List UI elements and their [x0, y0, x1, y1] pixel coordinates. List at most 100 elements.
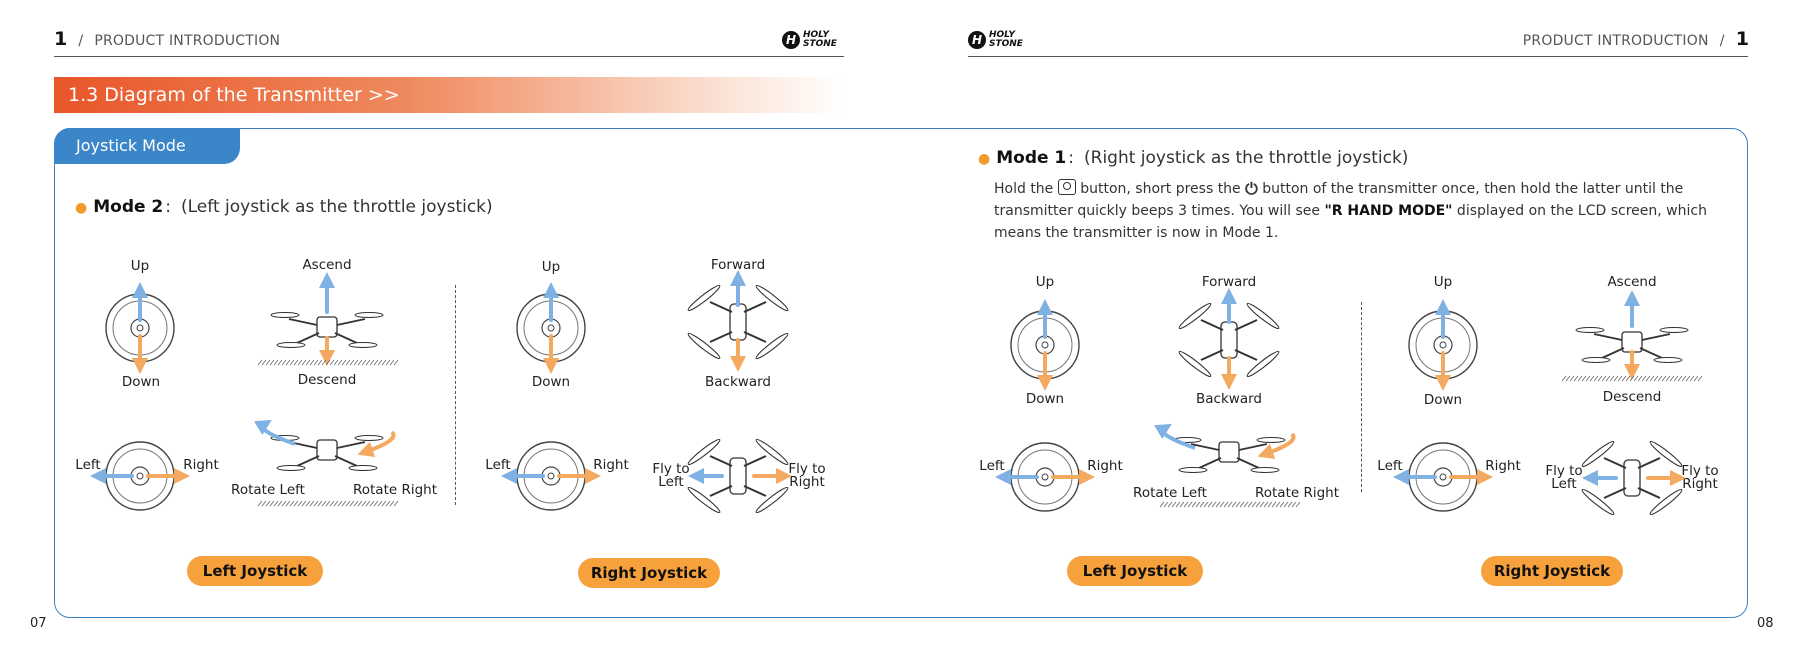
label-up: Up [1035, 274, 1055, 290]
ground-line-hatch [1263, 501, 1269, 508]
ground-line-hatch [277, 359, 283, 366]
ground-line-hatch [1609, 375, 1615, 382]
drone-mode1-forward-propeller [1178, 350, 1212, 378]
page-number-right: 08 [1757, 616, 1774, 631]
drone-mode2-forward-arm [743, 301, 767, 313]
ground-line-hatch [353, 500, 359, 507]
logo-text: HOLY [989, 30, 1016, 40]
ground-line-hatch [1251, 501, 1257, 508]
ground-line-hatch [1191, 501, 1197, 508]
column-divider [455, 285, 456, 505]
drone-mode1-rotate-propeller [1178, 467, 1208, 473]
header-left: 1 / PRODUCT INTRODUCTION [54, 28, 280, 50]
label-down: Down [1423, 392, 1463, 408]
ground-line-hatch [1203, 501, 1209, 508]
ground-line-hatch [1227, 501, 1233, 508]
drone-mode2-rotate-propeller [354, 435, 384, 441]
drone-mode2-forward-propeller [755, 284, 789, 312]
chapter-title: PRODUCT INTRODUCTION [94, 33, 281, 49]
ground-line-hatch [289, 500, 295, 507]
drone-mode2-ascend-arm [336, 318, 366, 326]
ground-line-hatch [1167, 501, 1173, 508]
ground-line-hatch [1669, 375, 1675, 382]
ground-line-hatch [1255, 501, 1261, 508]
ground-line-hatch [313, 359, 319, 366]
ground-line-hatch [285, 500, 291, 507]
ground-line-hatch [1235, 501, 1241, 508]
ground-line-hatch [349, 500, 355, 507]
label-rotate-left: Rotate Left [1133, 485, 1207, 501]
ground-line-hatch [357, 500, 363, 507]
ground-line-hatch [381, 500, 387, 507]
label-forward: Forward [710, 257, 766, 273]
drone-mode2-ascend-propeller [270, 312, 300, 318]
ground-line-hatch [265, 500, 271, 507]
label-up: Up [541, 259, 561, 275]
drone-mode1-forward-arm [1234, 319, 1258, 331]
drone-mode1-rotate-arm [1190, 443, 1220, 451]
ground-line-hatch [313, 500, 319, 507]
ground-line-hatch [1681, 375, 1687, 382]
ground-line-hatch [1637, 375, 1643, 382]
drone-mode2-fly-arm [709, 485, 733, 497]
drone-mode2-forward-arm [709, 301, 733, 313]
ground-line-hatch [1601, 375, 1607, 382]
drone-mode2-forward-propeller [755, 332, 789, 360]
ground-line-hatch [1657, 375, 1663, 382]
ground-line-hatch [1661, 375, 1667, 382]
drone-mode2-ascend-arm [334, 332, 358, 344]
ground-line-hatch [305, 500, 311, 507]
ground-line-hatch [361, 500, 367, 507]
drone-mode2-ascend-body [316, 316, 338, 338]
drone-mode1-fly-arm [1637, 487, 1661, 499]
header-rule-right [968, 56, 1748, 57]
label-fly-to-right: Fly to Right [1681, 463, 1719, 492]
ground-line-hatch [293, 359, 299, 366]
page-number-left: 07 [30, 616, 47, 631]
ground-line-hatch [393, 359, 399, 366]
mode2-desc: (Left joystick as the throttle joystick) [181, 197, 493, 217]
joystick-mode2-left-vertical-center [136, 324, 144, 332]
left-joystick-label: Left Joystick [1067, 556, 1203, 586]
mode2-sep: : [165, 197, 171, 217]
ground-line-hatch [1641, 375, 1647, 382]
label-rotate-right: Rotate Right [1254, 485, 1340, 501]
ground-line-hatch [1677, 375, 1683, 382]
ground-line-hatch [1275, 501, 1281, 508]
drone-mode1-forward-propeller [1246, 350, 1280, 378]
power-icon: ⏻ [1245, 179, 1258, 198]
column-divider [1361, 302, 1362, 492]
drone-mode1-rotate-body [1218, 441, 1240, 463]
chapter-title: PRODUCT INTRODUCTION [1522, 33, 1709, 49]
ground-line-hatch [1291, 501, 1297, 508]
ground-line-hatch [289, 359, 295, 366]
drone-mode2-rotate-arm [296, 455, 320, 467]
drone-mode2-fly-arm [743, 485, 767, 497]
mode1-instructions: Hold the button, short press the ⏻ butto… [994, 178, 1714, 244]
label-descend: Descend [297, 372, 357, 388]
label-descend: Descend [1602, 389, 1662, 405]
ground-line-hatch [381, 359, 387, 366]
ground-line-hatch [281, 359, 287, 366]
ground-line-hatch [1171, 501, 1177, 508]
drone-mode1-rotate-arm [1198, 457, 1222, 469]
ground-line-hatch [317, 500, 323, 507]
right-joystick-label: Right Joystick [578, 558, 720, 588]
drone-mode1-rotate-propeller [1250, 467, 1280, 473]
ground-line-hatch [1589, 375, 1595, 382]
ground-line-hatch [325, 359, 331, 366]
joystick-mode1-right-horizontal-center [1439, 473, 1447, 481]
ground-line-hatch [305, 359, 311, 366]
ground-line-hatch [341, 359, 347, 366]
ground-line-hatch [1585, 375, 1591, 382]
drone-mode1-fly-arm [1603, 457, 1627, 469]
ground-line-hatch [1685, 375, 1691, 382]
ground-line-hatch [373, 359, 379, 366]
label-rotate-right: Rotate Right [352, 482, 438, 498]
ground-line-hatch [1673, 375, 1679, 382]
header-rule-left [54, 56, 844, 57]
drone-mode1-ascend-propeller [1575, 327, 1605, 333]
right-joystick-label: Right Joystick [1481, 556, 1623, 586]
drone-mode1-ascend-propeller [1653, 357, 1683, 363]
joystick-mode1-right-vertical-center [1439, 341, 1447, 349]
